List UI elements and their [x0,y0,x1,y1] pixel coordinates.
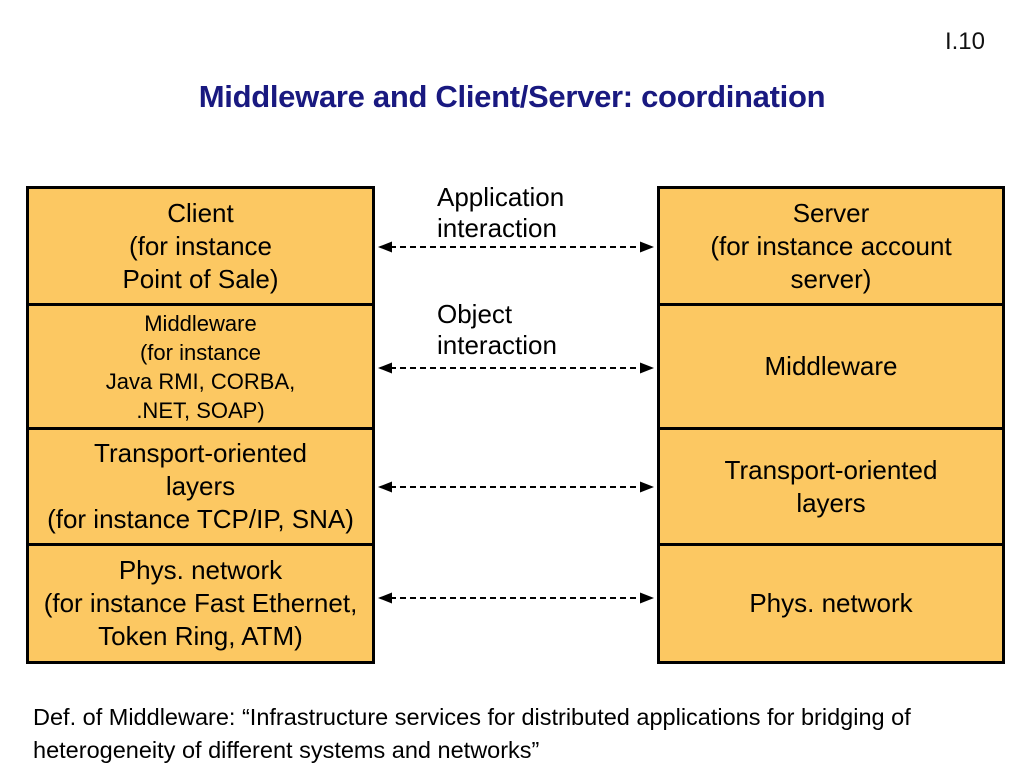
object-interaction-label: Object interaction [437,299,557,360]
server-stack: Server (for instance account server) Mid… [657,186,1005,664]
box-transport-left: Transport-oriented layers (for instance … [26,427,375,546]
dashed-arrow-phys [378,592,654,604]
box-client: Client (for instance Point of Sale) [26,186,375,306]
page-number: I.10 [944,28,985,55]
dashed-arrow-object [378,362,654,374]
box-phys-network-right: Phys. network [657,543,1005,664]
box-phys-network-left: Phys. network (for instance Fast Etherne… [26,543,375,664]
slide-title: Middleware and Client/Server: coordinati… [198,79,826,114]
box-server: Server (for instance account server) [657,186,1005,306]
dashed-arrow-transport [378,481,654,493]
application-interaction-label: Application interaction [437,182,565,243]
box-middleware-right: Middleware [657,303,1005,430]
box-transport-right: Transport-oriented layers [657,427,1005,546]
box-middleware-left: Middleware (for instance Java RMI, CORBA… [26,303,375,430]
middleware-definition: Def. of Middleware: “Infrastructure serv… [33,704,911,763]
client-stack: Client (for instance Point of Sale) Midd… [26,186,375,664]
